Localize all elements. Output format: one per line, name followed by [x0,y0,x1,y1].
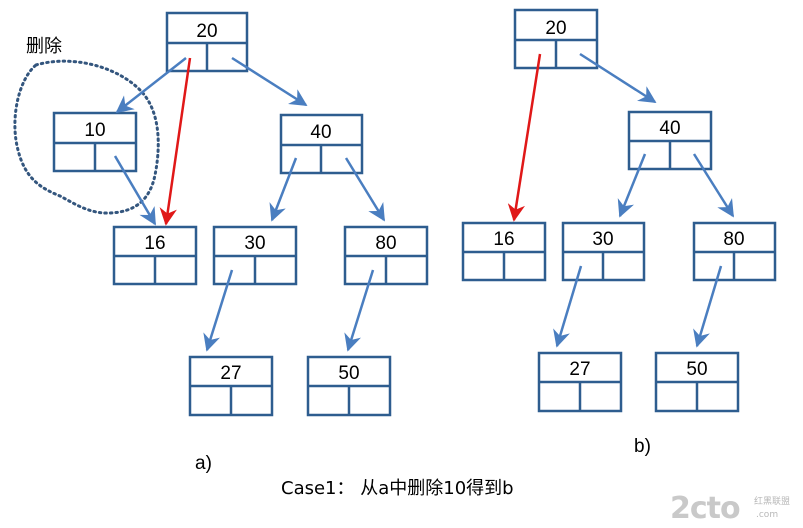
tree-a: 20 10 40 16 30 [52,11,429,474]
watermark-subtitle: 红黑联盟 [754,495,790,507]
tree-a-node-27: 27 [188,355,274,417]
deletion-outline [13,59,160,215]
deletion-label: 删除 [26,36,62,57]
tree-a-edge-30-27 [203,269,234,352]
tree-b-edge-20-40 [579,52,657,104]
tree-b-node-27: 27 [537,351,623,413]
node-key: 50 [686,359,707,380]
tree-b: 20 40 16 30 80 [461,8,777,457]
tree-a-edge-40-30 [269,157,298,222]
tree-b-node-80: 80 [692,221,777,282]
node-key: 50 [338,363,359,384]
tree-b-node-20: 20 [513,8,599,70]
tree-b-node-30: 30 [561,221,646,282]
tree-a-edge-40-80 [344,157,386,222]
node-key: 16 [144,233,165,254]
node-key: 30 [592,229,613,250]
tree-a-new-link-20-16 [159,57,192,226]
node-key: 10 [84,120,105,141]
tree-a-label: a) [195,453,212,474]
node-key: 80 [375,233,396,254]
tree-b-node-40: 40 [627,110,713,171]
tree-a-node-40: 40 [279,113,364,175]
node-key: 16 [493,229,514,250]
tree-b-edge-40-30 [617,153,647,218]
node-key: 40 [659,118,680,139]
tree-b-label: b) [634,436,651,457]
tree-a-node-30: 30 [212,225,298,286]
tree-a-edge-80-50 [344,269,375,352]
tree-a-node-16: 16 [112,225,198,286]
tree-a-node-20: 20 [165,11,249,73]
node-key: 80 [723,229,744,250]
tree-b-node-16: 16 [461,221,547,282]
watermark-suffix: .com [756,510,778,520]
watermark: 2cto 红黑联盟 .com [670,491,790,526]
tree-a-node-50: 50 [306,355,392,417]
tree-a-edge-20-10 [115,57,187,114]
node-key: 40 [310,122,331,143]
tree-a-edge-20-40 [231,56,308,107]
tree-b-link-20-16 [507,53,542,222]
tree-b-edge-80-50 [693,265,723,348]
watermark-logo: 2cto [670,491,740,526]
caption: Case1： 从a中删除10得到b [281,478,514,499]
tree-b-edge-30-27 [553,265,583,348]
node-key: 27 [569,359,590,380]
tree-a-edge-10-16 [113,155,157,226]
tree-b-edge-40-80 [692,153,735,218]
tree-a-node-10: 10 [52,111,138,173]
node-key: 20 [196,21,217,42]
node-key: 30 [244,233,265,254]
tree-a-node-80: 80 [343,225,429,286]
node-key: 20 [545,18,566,39]
tree-b-node-50: 50 [654,351,740,413]
node-key: 27 [220,363,241,384]
